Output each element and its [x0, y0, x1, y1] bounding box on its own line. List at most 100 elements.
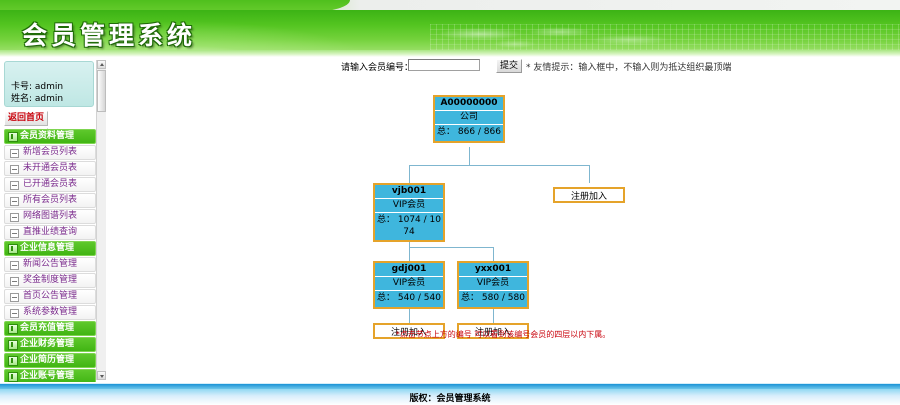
- page-icon: [10, 277, 19, 286]
- page-title: 会员管理系统: [22, 21, 197, 50]
- tree-node-root[interactable]: A00000000 公司 总： 866 / 866: [433, 95, 505, 143]
- page-icon: [10, 149, 19, 158]
- menu-label: 企业财务管理: [20, 339, 75, 349]
- page-icon: [10, 293, 19, 302]
- menu-label: 网络图谱列表: [23, 211, 78, 221]
- menu-label: 企业信息管理: [20, 243, 75, 253]
- back-home-button[interactable]: 返回首页: [4, 111, 49, 126]
- tree-line: [493, 309, 494, 323]
- sidebar-group-7[interactable]: 企业信息管理: [4, 241, 96, 256]
- header-banner: [0, 10, 900, 57]
- node-type-label: VIP会员: [375, 199, 443, 213]
- sidebar-menu: 会员资料管理新增会员列表未开通会员表已开通会员表所有会员列表网络图谱列表直推业绩…: [4, 129, 96, 382]
- folder-icon: [8, 340, 18, 350]
- tree-node-yxx001[interactable]: yxx001 VIP会员 总： 580 / 580: [457, 261, 529, 309]
- node-count: 总： 866 / 866: [435, 125, 503, 141]
- menu-label: 奖金制度管理: [23, 275, 78, 285]
- sidebar-item-1[interactable]: 新增会员列表: [4, 145, 96, 160]
- sidebar-item-5[interactable]: 网络图谱列表: [4, 209, 96, 224]
- header-globe-graphic: [440, 26, 680, 52]
- node-id-link[interactable]: gdj001: [375, 263, 443, 277]
- join-button-left[interactable]: 注册加入: [373, 323, 445, 339]
- page-icon: [10, 197, 19, 206]
- menu-label: 新增会员列表: [23, 147, 78, 157]
- sidebar-item-11[interactable]: 系统参数管理: [4, 305, 96, 320]
- sidebar-group-14[interactable]: 企业简历管理: [4, 353, 96, 368]
- node-count: 总： 1074 / 1074: [375, 213, 443, 240]
- tree-line: [409, 165, 589, 166]
- node-id-link[interactable]: A00000000: [435, 97, 503, 111]
- tree-line: [409, 247, 410, 261]
- folder-icon: [8, 324, 18, 334]
- folder-icon: [8, 244, 18, 254]
- header-top-strip: [0, 0, 900, 12]
- tree-node-gdj001[interactable]: gdj001 VIP会员 总： 540 / 540: [373, 261, 445, 309]
- scrollbar-thumb[interactable]: [97, 70, 106, 112]
- tree-line: [409, 247, 493, 248]
- sidebar-item-2[interactable]: 未开通会员表: [4, 161, 96, 176]
- user-card-number: 卡号: admin: [11, 82, 64, 92]
- page-icon: [10, 181, 19, 190]
- node-id-link[interactable]: vjb001: [375, 185, 443, 199]
- menu-label: 企业简历管理: [20, 355, 75, 365]
- sidebar-group-12[interactable]: 会员充值管理: [4, 321, 96, 336]
- menu-label: 已开通会员表: [23, 179, 78, 189]
- tree-line: [409, 165, 410, 183]
- folder-icon: [8, 372, 18, 382]
- menu-label: 新闻公告管理: [23, 259, 78, 269]
- sidebar-group-15[interactable]: 企业账号管理: [4, 369, 96, 382]
- node-type-label: VIP会员: [375, 277, 443, 291]
- node-count: 总： 540 / 540: [375, 291, 443, 307]
- header-bottom-line: [0, 50, 900, 57]
- menu-label: 会员充值管理: [20, 323, 75, 333]
- footnote-mark: *: [395, 330, 400, 339]
- submit-button[interactable]: 提交: [496, 59, 523, 73]
- join-button-slot-right[interactable]: 注册加入: [553, 187, 625, 203]
- tree-footnote: *点击节点上方的编号 可以看到该编号会员的四层以内下属。: [106, 329, 900, 340]
- page-icon: [10, 309, 19, 318]
- sidebar-item-4[interactable]: 所有会员列表: [4, 193, 96, 208]
- footer-bar: [0, 384, 900, 389]
- node-type-label: 公司: [435, 111, 503, 125]
- menu-label: 企业账号管理: [20, 371, 75, 381]
- sidebar: 卡号: admin 姓名: admin 返回首页 退出系统 会员资料管理新增会员…: [0, 57, 104, 382]
- member-id-input[interactable]: [408, 59, 480, 71]
- folder-icon: [8, 132, 18, 142]
- scroll-down-arrow-icon[interactable]: [97, 371, 106, 380]
- user-info-panel: 卡号: admin 姓名: admin: [4, 61, 94, 107]
- search-label: 请输入会员编号：: [341, 63, 414, 73]
- menu-label: 系统参数管理: [23, 307, 78, 317]
- sidebar-item-10[interactable]: 首页公告管理: [4, 289, 96, 304]
- sidebar-group-0[interactable]: 会员资料管理: [4, 129, 96, 144]
- page-icon: [10, 261, 19, 270]
- menu-label: 首页公告管理: [23, 291, 78, 301]
- sidebar-action-buttons: 返回首页 退出系统: [4, 109, 100, 143]
- sidebar-item-3[interactable]: 已开通会员表: [4, 177, 96, 192]
- node-count: 总： 580 / 580: [459, 291, 527, 307]
- footnote-text: 点击节点上方的编号 可以看到该编号会员的四层以内下属。: [399, 330, 611, 339]
- page-icon: [10, 165, 19, 174]
- sidebar-scrollbar[interactable]: [96, 60, 106, 380]
- folder-icon: [8, 356, 18, 366]
- scroll-up-arrow-icon[interactable]: [97, 60, 106, 69]
- user-name: 姓名: admin: [11, 94, 64, 104]
- join-button-right[interactable]: 注册加入: [457, 323, 529, 339]
- page-icon: [10, 213, 19, 222]
- search-bar: 请输入会员编号： 提交 * 友情提示：输入框中，不输入则为抵达组织最顶端: [106, 57, 900, 77]
- app-header: 会员管理系统: [0, 0, 900, 57]
- menu-label: 所有会员列表: [23, 195, 78, 205]
- tree-node-vjb001[interactable]: vjb001 VIP会员 总： 1074 / 1074: [373, 183, 445, 242]
- sidebar-item-6[interactable]: 直推业绩查询: [4, 225, 96, 240]
- node-id-link[interactable]: yxx001: [459, 263, 527, 277]
- search-hint-text: * 友情提示：输入框中，不输入则为抵达组织最顶端: [526, 63, 732, 73]
- tree-line: [589, 165, 590, 183]
- menu-label: 未开通会员表: [23, 163, 78, 173]
- sidebar-item-8[interactable]: 新闻公告管理: [4, 257, 96, 272]
- app-footer: 版权：会员管理系统: [0, 382, 900, 405]
- sidebar-item-9[interactable]: 奖金制度管理: [4, 273, 96, 288]
- menu-label: 会员资料管理: [20, 131, 75, 141]
- organization-tree: A00000000 公司 总： 866 / 866 vjb001 VIP会员 总…: [106, 79, 900, 379]
- tree-line: [469, 147, 470, 165]
- sidebar-group-13[interactable]: 企业财务管理: [4, 337, 96, 352]
